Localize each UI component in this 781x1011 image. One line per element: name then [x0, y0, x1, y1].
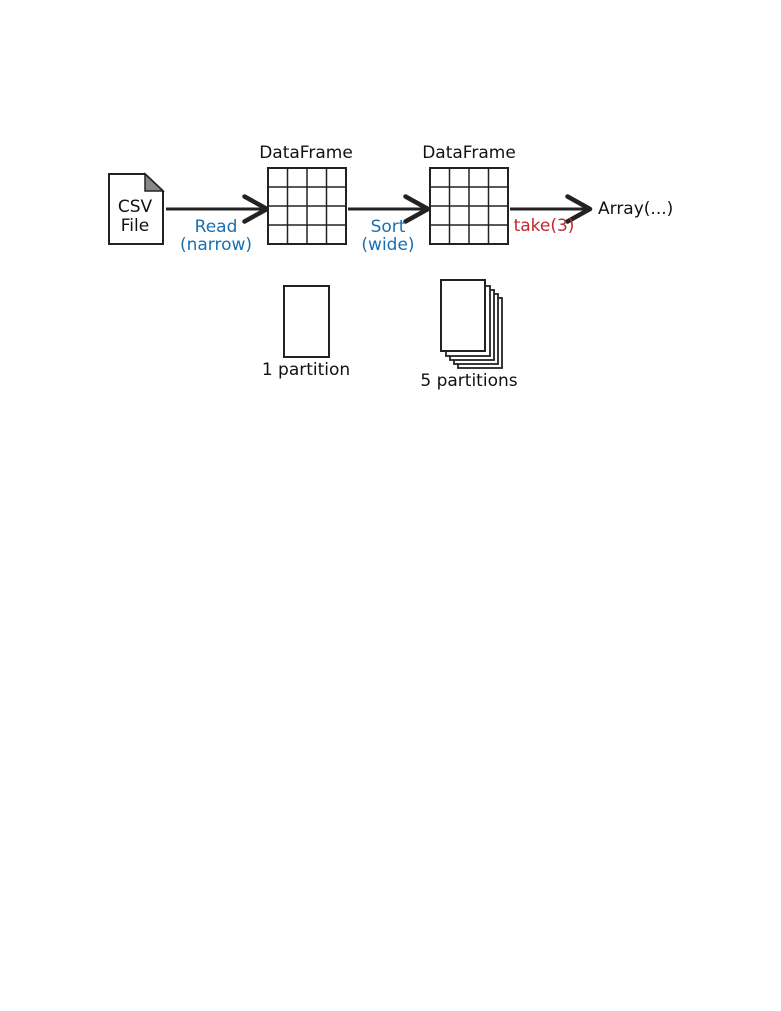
dataframe1-grid: [267, 167, 347, 245]
csv-label-line2: File: [121, 216, 149, 236]
multi-partition-icon: [440, 279, 503, 369]
single-partition-label: 1 partition: [262, 360, 350, 380]
take-label: take(3): [514, 216, 575, 236]
csv-file-icon: CSV File: [108, 172, 165, 245]
read-sublabel: (narrow): [180, 235, 252, 255]
read-label: Read: [195, 217, 238, 237]
dataframe2-grid: [429, 167, 509, 245]
dataframe1-title: DataFrame: [259, 143, 353, 163]
sort-sublabel: (wide): [361, 235, 414, 255]
sort-label: Sort: [371, 217, 406, 237]
array-label: Array(...): [598, 199, 673, 219]
multi-partition-label: 5 partitions: [420, 371, 517, 391]
single-partition-icon: [283, 285, 330, 358]
dataframe2-title: DataFrame: [422, 143, 516, 163]
csv-label-line1: CSV: [118, 197, 153, 217]
